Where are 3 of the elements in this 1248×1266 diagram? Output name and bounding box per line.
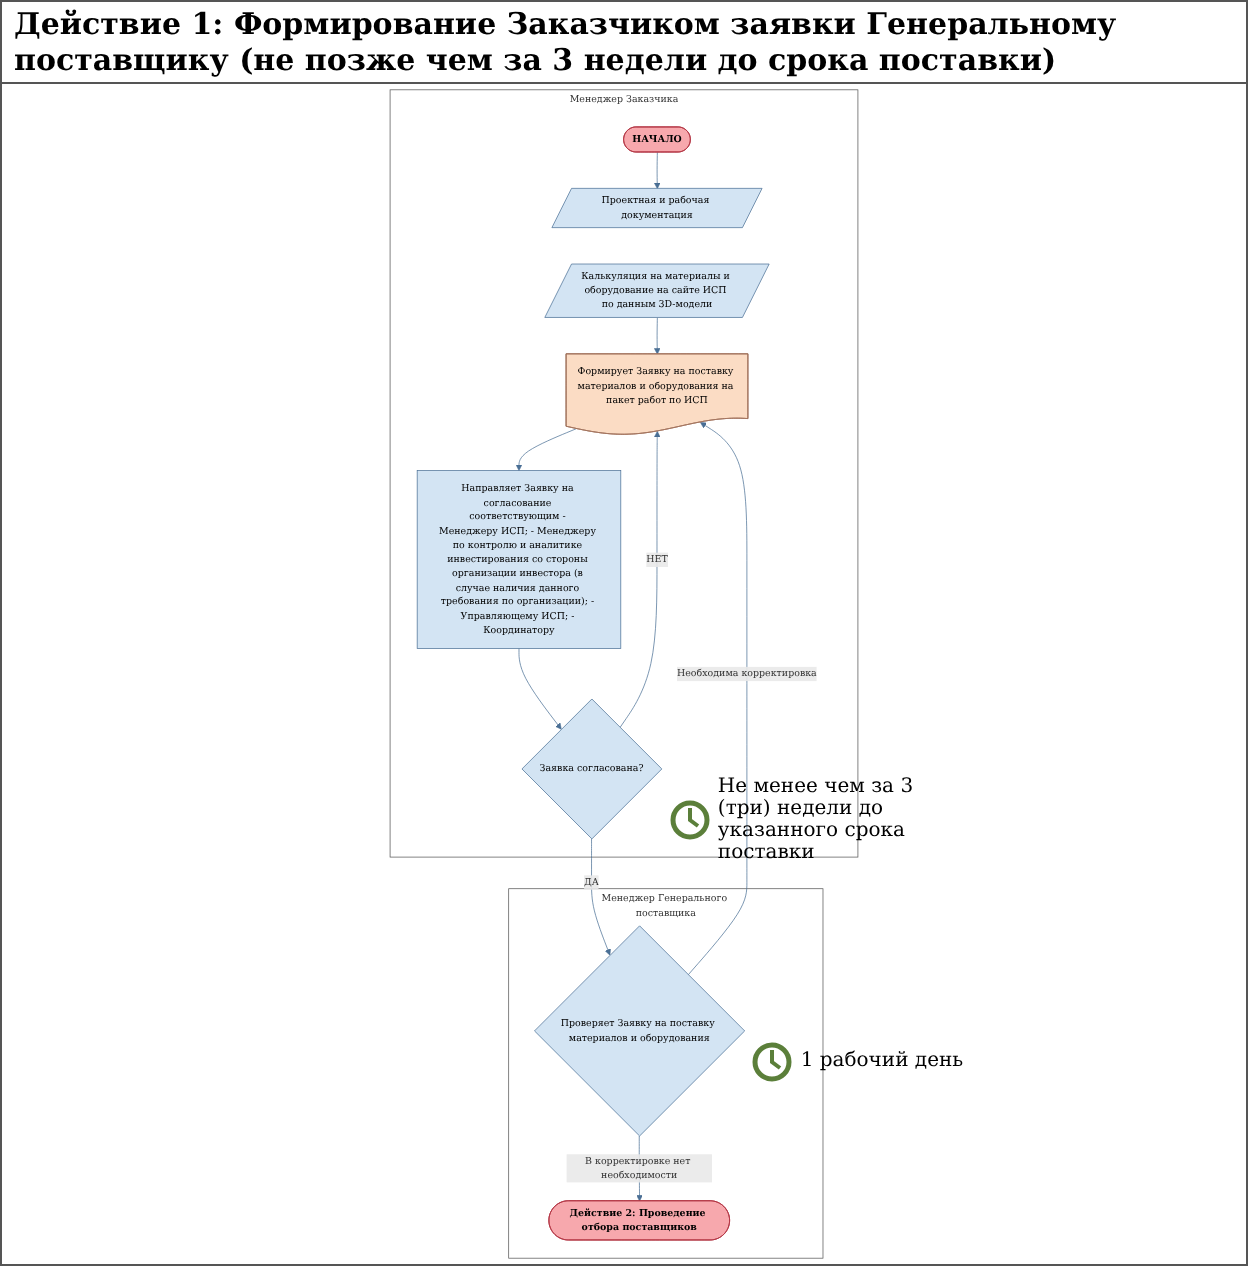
duration-note: Не менее чем за 3 (три) недели до указанного срока поставки [717,775,916,864]
duration-note: 1 рабочий день [800,1050,964,1073]
diagram-title: Действие 1: Формирование Заказчиком заявки Генеральному поставщику (не позже чем за 3 недели до срока поставки) [2,2,1246,84]
